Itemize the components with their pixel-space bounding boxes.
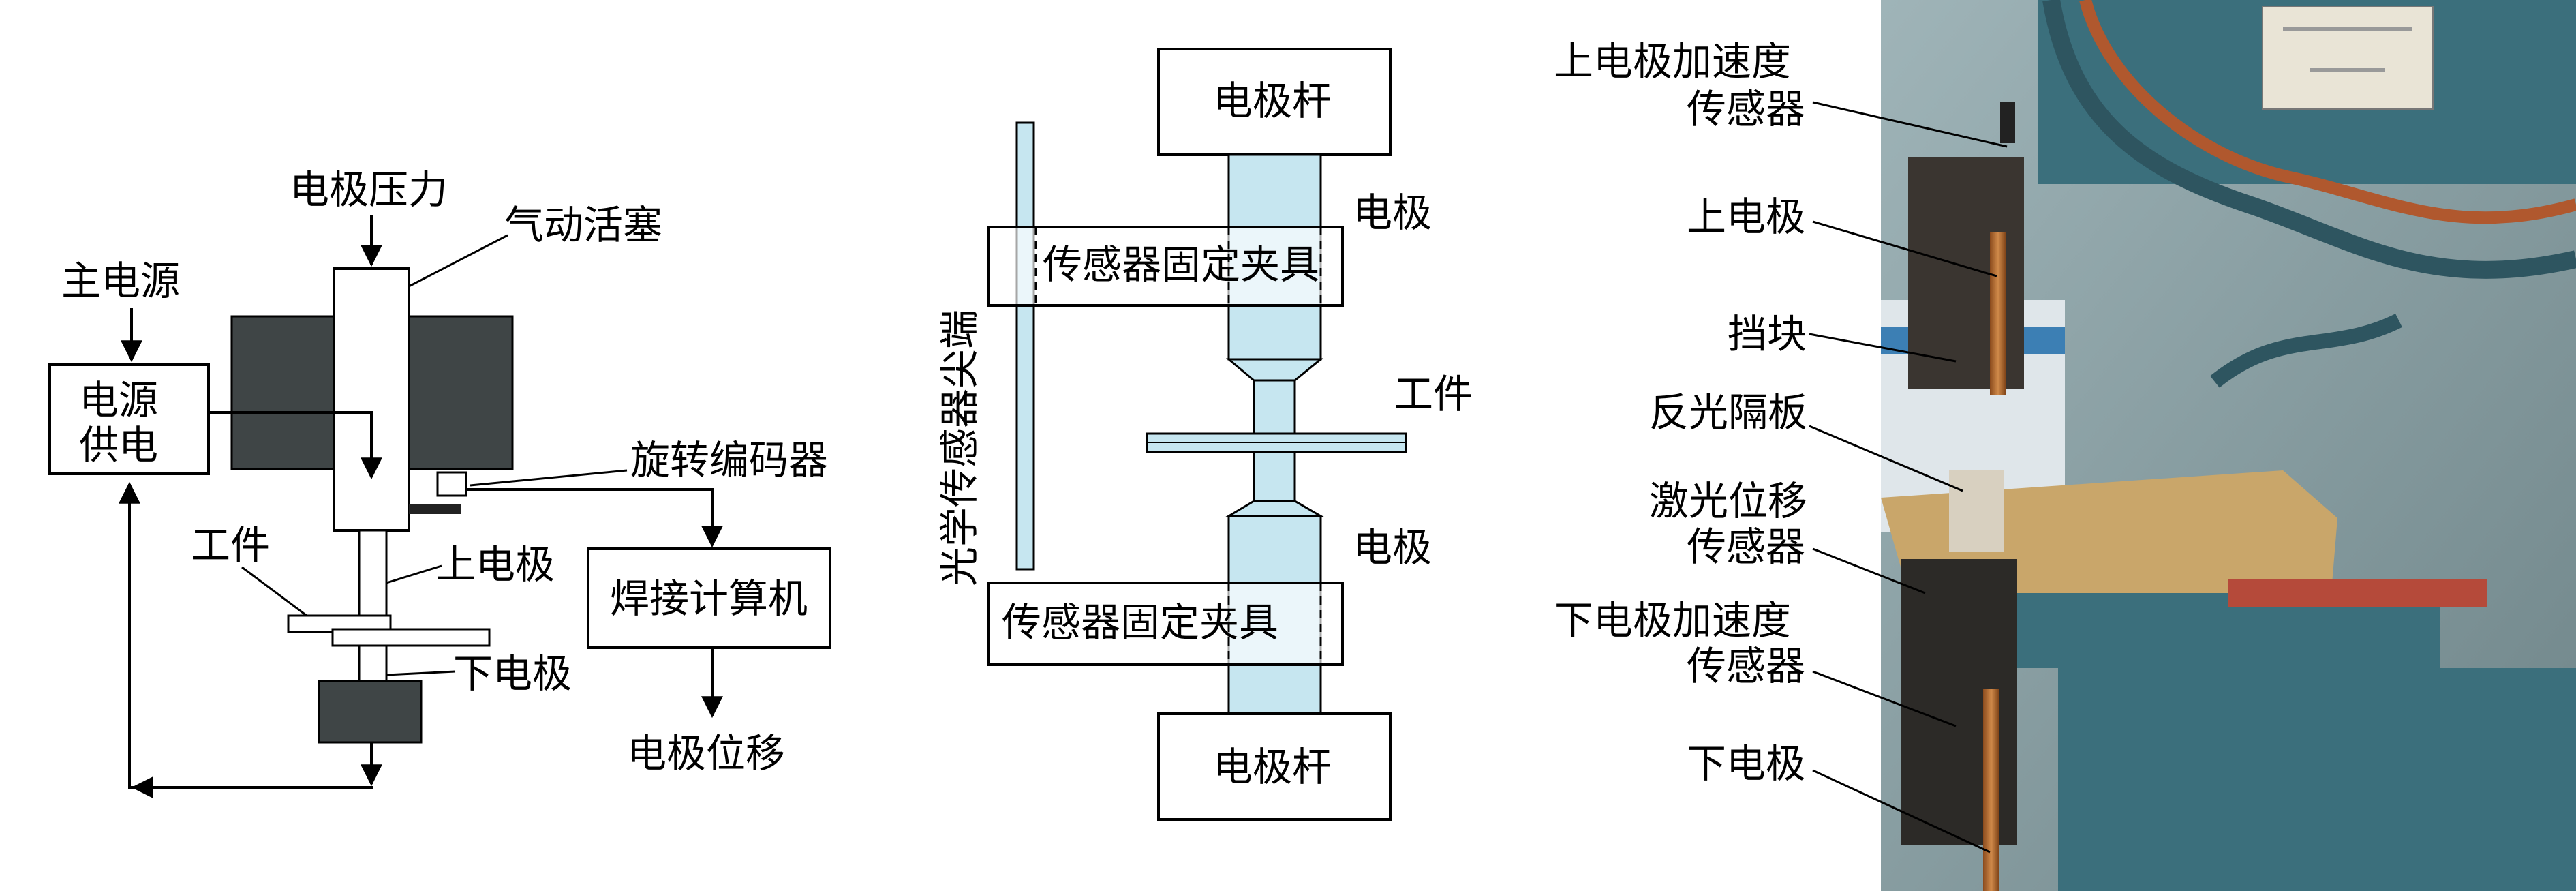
warning-sign <box>2262 6 2434 110</box>
lower-electrode-holder <box>1901 559 2017 845</box>
electrode-upper-label: 电极 <box>1353 190 1432 236</box>
fixture-lower-box <box>987 582 1344 666</box>
welding-machine-photo <box>1881 0 2576 891</box>
upper-electrode-label: 上电极 <box>436 541 555 588</box>
lower-electrode-rod-photo <box>1983 689 1999 891</box>
optical-sensor-rod <box>1015 121 1035 571</box>
optical-sensor-tip-label: 光学传感器尖端 <box>936 309 983 586</box>
laser-sensor-label-2: 传感器 <box>1687 524 1805 570</box>
upper-accel-sensor-photo <box>2000 102 2015 143</box>
laser-sensor-label-1: 激光位移 <box>1649 478 1807 524</box>
upper-electrode-tip <box>1253 379 1296 435</box>
reflector-label: 反光隔板 <box>1649 389 1807 436</box>
electrode-displacement-label: 电极位移 <box>627 730 785 776</box>
middle-sensor-diagram: 光学传感器尖端 电极杆 电极 传感器固定夹具 工件 电极 传感器固定夹具 电极杆 <box>936 48 1473 821</box>
power-to-piston-arrow <box>209 411 382 480</box>
pneumatic-cylinder-right <box>408 315 514 470</box>
workpiece-leader <box>241 566 307 617</box>
lower-accel-sensor-label-2: 传感器 <box>1687 643 1805 689</box>
encoder-label-leader <box>470 469 628 487</box>
leader-upper-accel <box>1812 101 2008 148</box>
lower-electrode-taper <box>1225 500 1325 517</box>
electrode-rod-bottom-label: 电极杆 <box>1213 744 1332 790</box>
fixture-upper-label: 传感器固定夹具 <box>1043 241 1319 288</box>
upper-electrode-taper <box>1225 358 1324 382</box>
reflector-plate <box>1949 470 2004 552</box>
lower-electrode-shaft <box>358 644 388 682</box>
fixture-upper-box <box>987 226 1344 307</box>
welding-computer-box <box>587 547 831 649</box>
pneumatic-cylinder-left <box>230 315 335 470</box>
leader-reflector <box>1809 425 1963 492</box>
workpiece-label-mid: 工件 <box>1394 371 1473 417</box>
lower-electrode-leader <box>386 670 456 676</box>
warning-sign-inner-2 <box>2310 68 2385 72</box>
leader-stopper <box>1809 333 1957 363</box>
warning-sign-inner <box>2283 27 2412 31</box>
upper-electrode-shaft <box>358 529 388 617</box>
lower-electrode-label: 下电极 <box>453 650 572 697</box>
upper-electrode-holder <box>1908 157 2024 389</box>
electrode-lower-label: 电极 <box>1353 524 1432 571</box>
electrode-rod-top-box <box>1157 48 1392 156</box>
pneumatic-piston-label: 气动活塞 <box>504 202 662 248</box>
lower-electrode-block <box>318 680 423 744</box>
power-supply-line2: 供电 <box>79 422 158 468</box>
upper-accel-sensor-label-2: 传感器 <box>1687 86 1805 132</box>
upper-electrode-photo-label: 上电极 <box>1687 194 1805 240</box>
electrode-rod-top-label: 电极杆 <box>1213 78 1332 124</box>
feedback-loop-line <box>119 481 373 789</box>
lower-frame <box>2058 668 2576 891</box>
workpiece-label: 工件 <box>191 522 270 569</box>
welding-computer-label: 焊接计算机 <box>610 575 808 622</box>
lower-electrode-photo-label: 下电极 <box>1687 740 1805 787</box>
upper-electrode-leader <box>386 564 442 584</box>
cooling-hose-1 <box>2042 0 2576 279</box>
workpiece-plate-lower <box>331 628 491 647</box>
leader-lower-electrode <box>1812 769 1991 854</box>
power-supply-line1: 电源 <box>79 377 158 423</box>
piston-body <box>333 267 410 532</box>
rotary-encoder-base <box>409 504 461 514</box>
electrode-pressure-label: 电极压力 <box>290 166 448 213</box>
pneumatic-piston-leader <box>408 234 508 288</box>
red-cable <box>2228 579 2487 607</box>
leader-lower-accel <box>1812 670 1957 727</box>
power-supply-box <box>48 363 210 475</box>
rotary-encoder <box>436 471 467 497</box>
electrode-rod-bottom-box <box>1157 712 1392 821</box>
left-system-diagram: 主电源 电源 供电 电极压力 气动活塞 上电极 工件 下电极 <box>48 166 831 798</box>
lower-electrode-tip <box>1253 451 1296 502</box>
cooling-hose-2 <box>2079 0 2576 224</box>
photo-leader-lines <box>1809 101 2008 854</box>
upper-electrode-rod-photo <box>1990 232 2006 395</box>
lower-accel-sensor-label-1: 下电极加速度 <box>1554 597 1791 644</box>
upper-accel-sensor-label-1: 上电极加速度 <box>1554 38 1791 85</box>
leader-laser <box>1812 547 1926 594</box>
stopper-label: 挡块 <box>1728 311 1807 357</box>
photo-labels: 上电极加速度 传感器 上电极 挡块 反光隔板 激光位移 传感器 下电极加速度 传… <box>1554 38 1807 787</box>
main-power-label: 主电源 <box>61 258 180 304</box>
fixture-lower-label: 传感器固定夹具 <box>1002 599 1278 646</box>
rotary-encoder-label: 旋转编码器 <box>630 437 828 483</box>
leader-upper-electrode <box>1812 220 1997 277</box>
encoder-to-computer-line <box>466 488 723 548</box>
cooling-hose-3 <box>2210 314 2402 388</box>
